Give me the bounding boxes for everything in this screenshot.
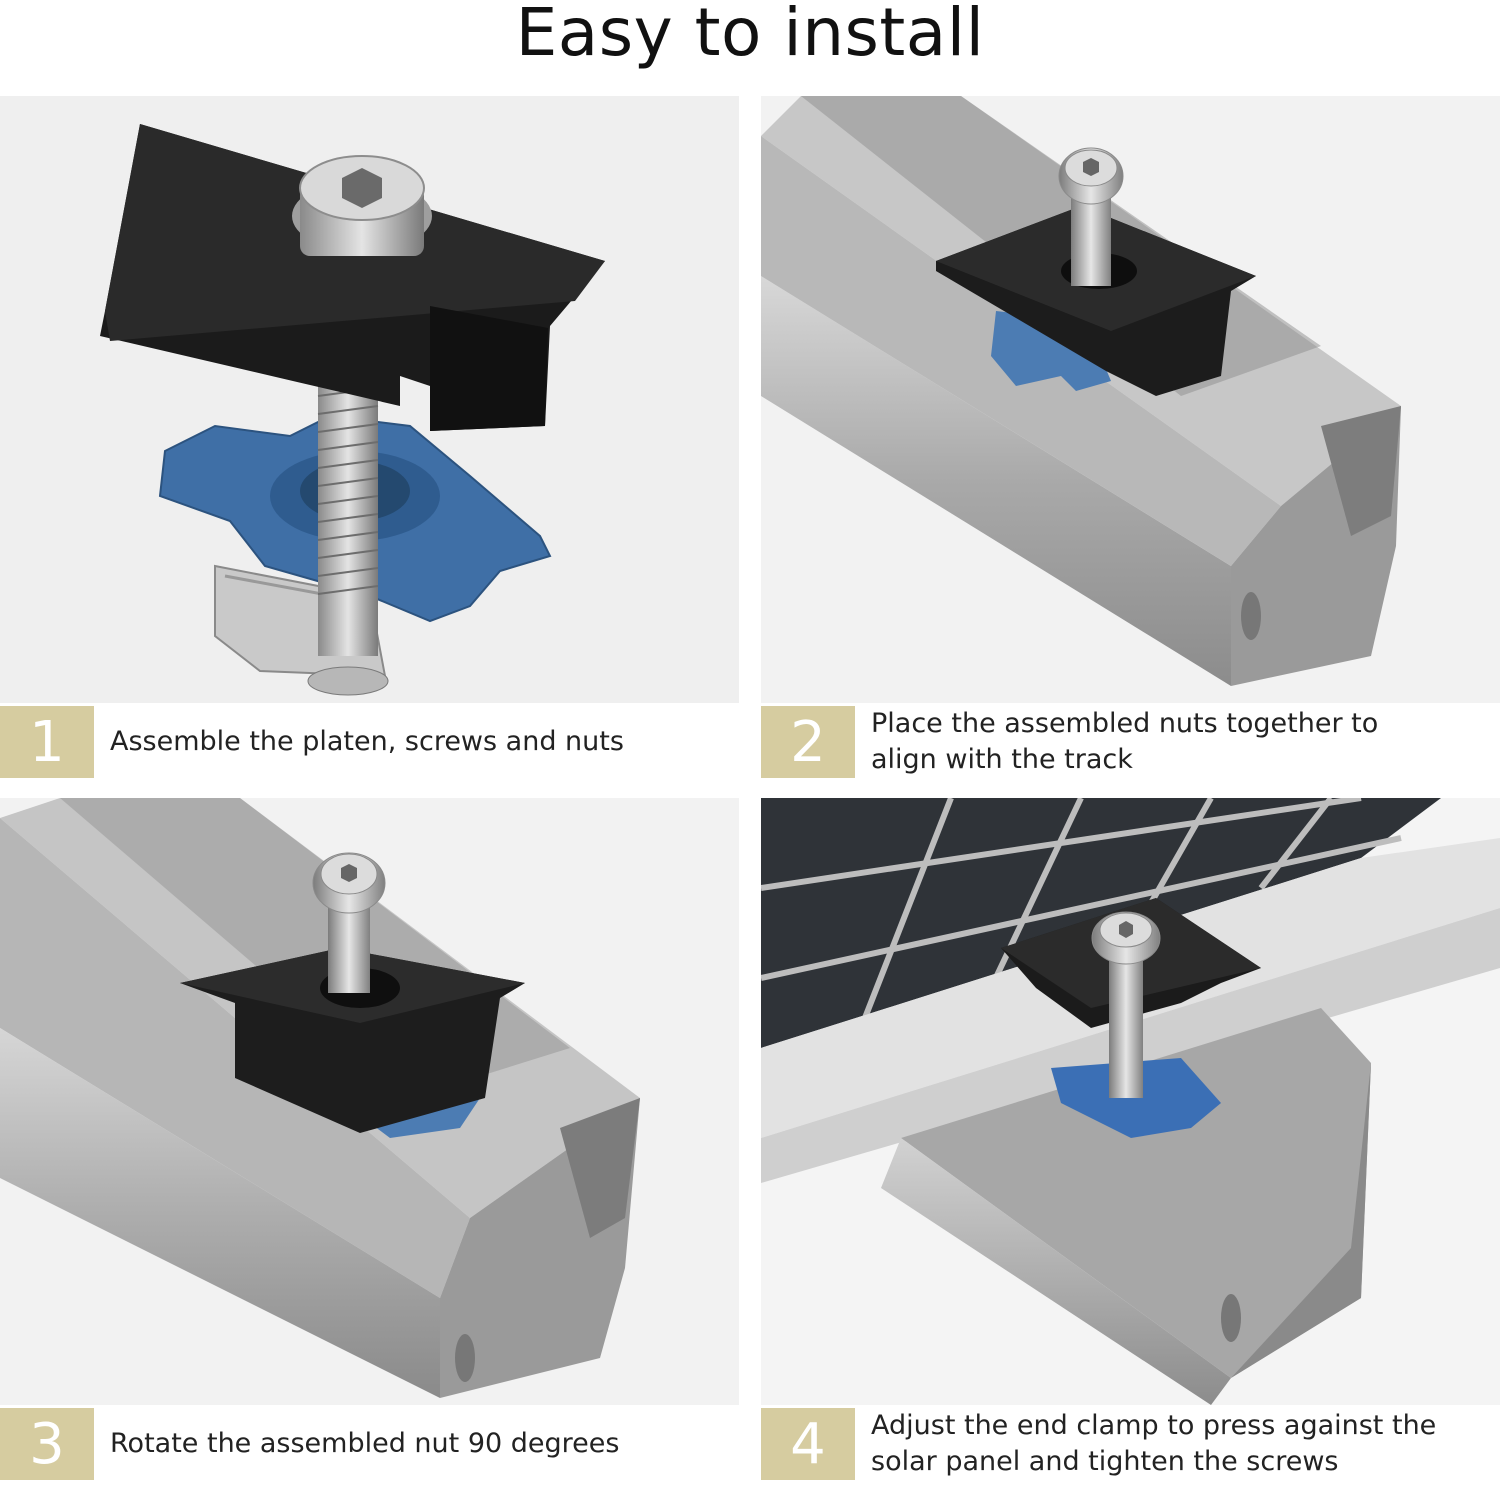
step-caption-2: 2 Place the assembled nuts together to a… [761,706,1500,778]
step-number-badge: 1 [0,706,94,778]
step-description: Rotate the assembled nut 90 degrees [110,1428,620,1459]
page-title: Easy to install [515,0,985,71]
step-description: Assemble the platen, screws and nuts [110,726,624,757]
step-caption-3: 3 Rotate the assembled nut 90 degrees [0,1408,739,1480]
step-number-badge: 4 [761,1408,855,1480]
step-description: Place the assembled nuts together to ali… [871,708,1379,775]
clamp-rotated-rail-image [0,798,739,1405]
clamp-solar-panel-image [761,798,1500,1405]
step-caption-1: 1 Assemble the platen, screws and nuts [0,706,739,778]
step-caption-4: 4 Adjust the end clamp to press against … [761,1408,1500,1480]
clamp-assembly-image [0,96,739,703]
step-number-badge: 3 [0,1408,94,1480]
step-description: Adjust the end clamp to press against th… [871,1410,1437,1477]
clamp-on-rail-image [761,96,1500,703]
step-number-badge: 2 [761,706,855,778]
